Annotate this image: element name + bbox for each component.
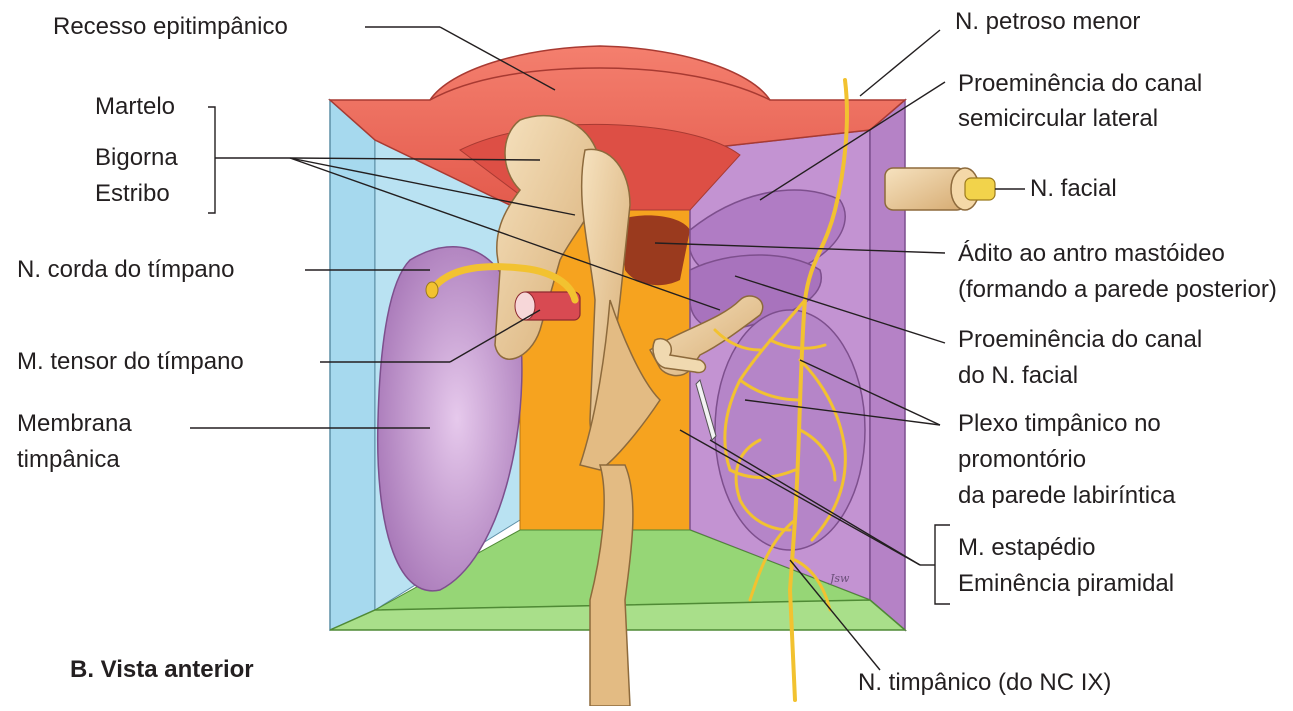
label-eminencia-piramidal: Eminência piramidal: [958, 570, 1174, 598]
label-proeminencia-lateral-2: semicircular lateral: [958, 105, 1158, 133]
label-n-timpanico: N. timpânico (do NC IX): [858, 669, 1111, 697]
label-tensor-do-timpano: M. tensor do tímpano: [17, 348, 244, 376]
label-estapedio: M. estapédio: [958, 534, 1095, 562]
label-martelo: Martelo: [95, 93, 175, 121]
label-corda-do-timpano: N. corda do tímpano: [17, 256, 234, 284]
aditus-opening: [620, 215, 690, 285]
label-proeminencia-lateral-1: Proeminência do canal: [958, 70, 1202, 98]
label-plexo-2: promontório: [958, 446, 1086, 474]
label-adito-2: (formando a parede posterior): [958, 276, 1293, 304]
label-adito-1: Ádito ao antro mastóideo: [958, 240, 1293, 268]
artist-signature: Jsw: [828, 572, 850, 585]
label-bigorna: Bigorna: [95, 144, 178, 172]
label-membrana-2: timpânica: [17, 446, 120, 474]
label-n-facial: N. facial: [1030, 175, 1117, 203]
label-plexo-1: Plexo timpânico no: [958, 410, 1161, 438]
facial-nerve-stump: [885, 168, 995, 210]
label-plexo-3: da parede labiríntica: [958, 482, 1175, 510]
label-proeminencia-facial-1: Proeminência do canal: [958, 326, 1202, 354]
label-membrana-1: Membrana: [17, 410, 132, 438]
figure-caption: B. Vista anterior: [70, 656, 254, 684]
label-recesso-epitimpanico: Recesso epitimpânico: [53, 13, 288, 41]
label-proeminencia-facial-2: do N. facial: [958, 362, 1078, 390]
label-petroso-menor: N. petroso menor: [955, 8, 1140, 36]
label-estribo: Estribo: [95, 180, 170, 208]
